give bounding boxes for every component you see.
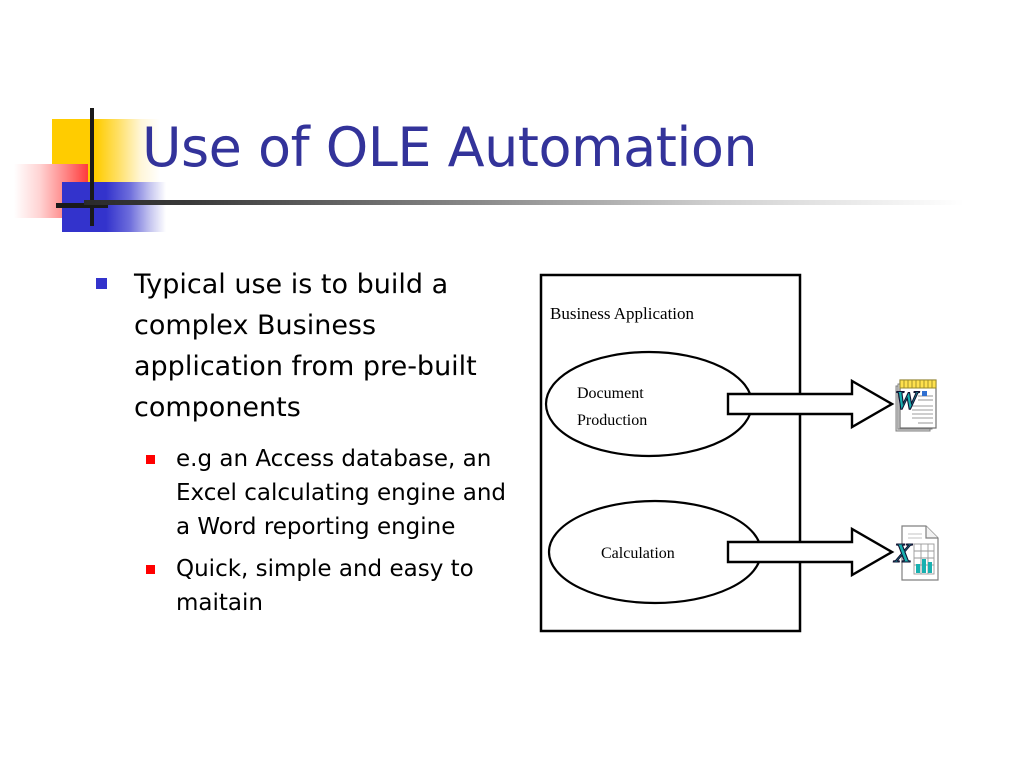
slide-title: Use of OLE Automation [142, 116, 758, 179]
node-document-production [544, 350, 754, 458]
square-bullet-icon [146, 455, 155, 464]
bullet-item-level2: Quick, simple and easy to maitain [138, 552, 512, 620]
excel-icon-letter: X [893, 538, 913, 568]
arrow-to-excel-icon [726, 526, 895, 578]
body-text-column: Typical use is to build a complex Busine… [92, 264, 512, 628]
node-document-production-label-line2: Production [577, 412, 647, 429]
business-application-diagram: Business Application Document Production… [520, 262, 990, 652]
bullet-text: e.g an Access database, an Excel calcula… [176, 446, 506, 540]
node-calculation-label: Calculation [601, 545, 675, 562]
title-underline-rule [84, 200, 964, 205]
decor-yellow-gradient [96, 119, 160, 182]
word-icon-letter: W [895, 386, 920, 415]
word-icon: W [894, 379, 937, 432]
decor-horizontal-line [56, 203, 108, 208]
decor-vertical-line [90, 108, 94, 226]
square-bullet-icon [146, 565, 155, 574]
sub-bullet-list: e.g an Access database, an Excel calcula… [92, 442, 512, 620]
arrow-to-word-icon [726, 378, 895, 430]
bullet-item-level2: e.g an Access database, an Excel calcula… [138, 442, 512, 544]
bullet-text: Typical use is to build a complex Busine… [134, 269, 477, 423]
diagram-container-label: Business Application [550, 304, 695, 323]
decor-blue-gradient [106, 182, 166, 232]
square-bullet-icon [96, 278, 107, 289]
excel-icon: X [892, 525, 939, 581]
bullet-item-level1: Typical use is to build a complex Busine… [92, 264, 512, 428]
bullet-text: Quick, simple and easy to maitain [176, 556, 474, 616]
node-document-production-label-line1: Document [577, 385, 644, 402]
